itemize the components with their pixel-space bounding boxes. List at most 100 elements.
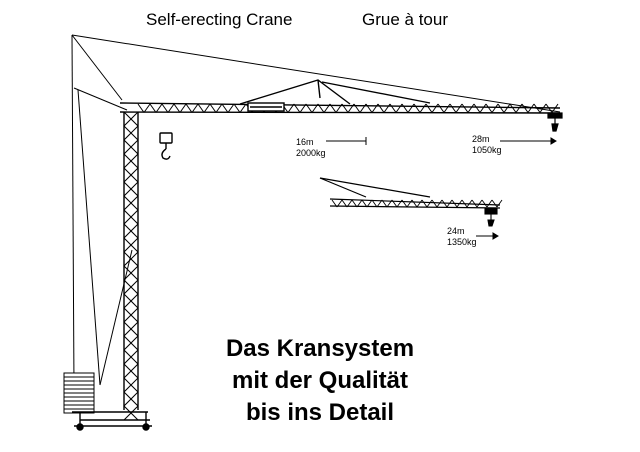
- lattice-member: [335, 103, 343, 113]
- lattice-member: [411, 199, 418, 208]
- slogan-line-1: Das Kransystem: [225, 335, 415, 362]
- lattice-member: [353, 103, 361, 113]
- lattice-member: [497, 103, 505, 113]
- lattice-member: [419, 103, 427, 113]
- lattice-member: [461, 199, 468, 208]
- lattice-member: [167, 103, 175, 113]
- secondary-hook-icon: [484, 207, 498, 227]
- slogan-line-2: mit der Qualität: [231, 367, 409, 394]
- lattice-member: [461, 103, 469, 113]
- lattice-member: [123, 223, 139, 239]
- lattice-member: [481, 199, 488, 208]
- lattice-member: [123, 195, 139, 211]
- lattice-member: [123, 237, 139, 253]
- lattice-member: [509, 103, 517, 113]
- lattice-member: [179, 103, 187, 113]
- lattice-member: [209, 103, 217, 113]
- config-label-24m: 24m 1350kg: [447, 226, 477, 248]
- lattice-member: [466, 199, 473, 208]
- lattice-member: [366, 199, 373, 208]
- lattice-member: [425, 103, 433, 113]
- secondary-jib: [319, 177, 503, 209]
- lattice-member: [299, 103, 307, 113]
- lattice-member: [545, 103, 553, 113]
- lattice-member: [551, 103, 559, 113]
- lattice-member: [239, 103, 247, 113]
- lattice-member: [491, 199, 498, 208]
- slogan-line-3: bis ins Detail: [245, 399, 395, 426]
- lattice-member: [485, 103, 493, 113]
- lattice-member: [161, 103, 169, 113]
- lattice-member: [311, 103, 319, 113]
- lattice-member: [173, 103, 181, 113]
- load-label: 1050kg: [472, 145, 502, 155]
- lattice-member: [215, 103, 223, 113]
- lattice-member: [421, 199, 428, 208]
- load-label: 2000kg: [296, 148, 326, 158]
- lattice-member: [149, 103, 157, 113]
- lattice-member: [123, 335, 139, 351]
- lattice-member: [436, 199, 443, 208]
- lattice-member: [323, 103, 331, 113]
- lattice-member: [293, 103, 301, 113]
- lattice-member: [123, 139, 139, 155]
- lattice-member: [347, 103, 355, 113]
- lattice-member: [123, 279, 139, 295]
- lattice-member: [437, 103, 445, 113]
- lattice-member: [479, 103, 487, 113]
- lattice-member: [503, 103, 511, 113]
- lattice-member: [371, 103, 379, 113]
- lattice-member: [143, 103, 151, 113]
- lattice-member: [406, 199, 413, 208]
- lattice-member: [407, 103, 415, 113]
- lattice-member: [123, 321, 139, 337]
- lattice-member: [123, 363, 139, 379]
- lattice-member: [351, 199, 358, 208]
- lattice-member: [376, 199, 383, 208]
- lattice-member: [441, 199, 448, 208]
- lattice-member: [515, 103, 523, 113]
- lattice-member: [155, 103, 163, 113]
- lattice-member: [341, 199, 348, 208]
- lattice-member: [395, 103, 403, 113]
- lattice-member: [185, 103, 193, 113]
- lattice-member: [123, 209, 139, 225]
- lattice-member: [443, 103, 451, 113]
- lattice-member: [227, 103, 235, 113]
- counterweight: [63, 372, 95, 414]
- lattice-member: [486, 199, 493, 208]
- load-label: 1350kg: [447, 237, 477, 247]
- radius-label: 28m: [472, 134, 490, 144]
- radius-arrows: [326, 137, 557, 240]
- lattice-member: [123, 153, 139, 169]
- lattice-member: [533, 103, 541, 113]
- lattice-member: [377, 103, 385, 113]
- lattice-member: [203, 103, 211, 113]
- title-french: Grue à tour: [362, 10, 448, 29]
- lattice-member: [123, 307, 139, 323]
- lattice-member: [123, 167, 139, 183]
- lattice-member: [233, 103, 241, 113]
- lattice-member: [221, 103, 229, 113]
- lattice-member: [123, 265, 139, 281]
- lattice-member: [123, 377, 139, 393]
- lattice-member: [476, 199, 483, 208]
- lattice-member: [137, 103, 145, 113]
- lattice-member: [455, 103, 463, 113]
- lattice-member: [361, 199, 368, 208]
- lattice-member: [401, 199, 408, 208]
- lattice-member: [123, 111, 139, 127]
- lattice-member: [197, 103, 205, 113]
- lattice-member: [539, 103, 547, 113]
- lattice-member: [123, 349, 139, 365]
- main-jib: [119, 79, 561, 114]
- lattice-member: [416, 199, 423, 208]
- lattice-member: [467, 103, 475, 113]
- lattice-member: [391, 199, 398, 208]
- lattice-member: [401, 103, 409, 113]
- lattice-member: [456, 199, 463, 208]
- lattice-member: [413, 103, 421, 113]
- lattice-member: [317, 103, 325, 113]
